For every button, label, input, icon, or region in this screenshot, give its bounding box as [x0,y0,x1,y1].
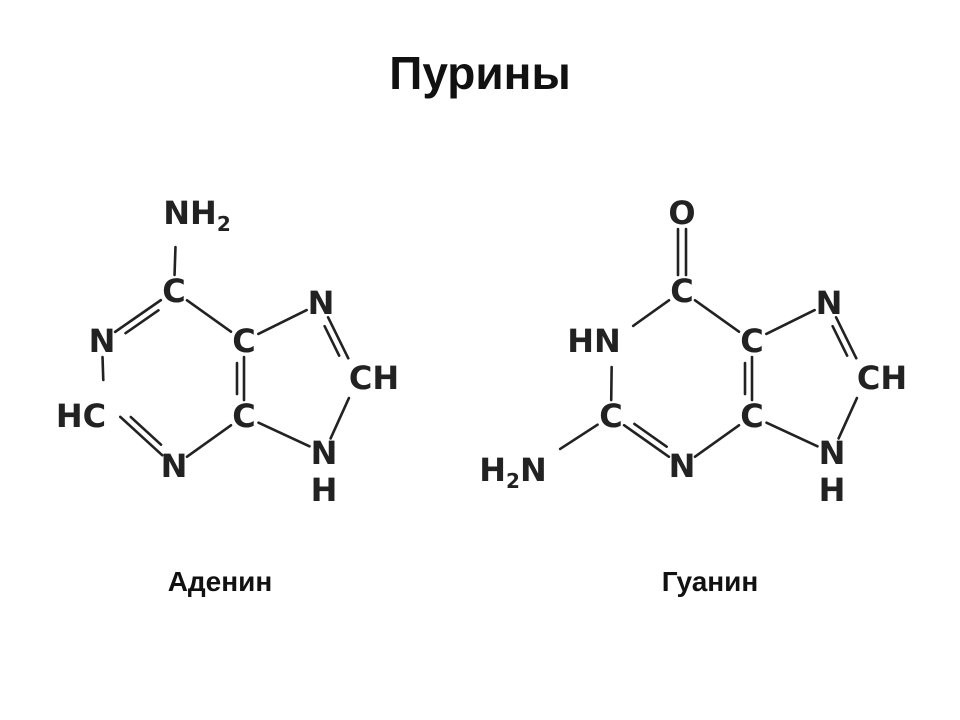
adenine-atom-n9: N [311,434,338,472]
guanine-bond-c2-n3-b [633,422,668,448]
adenine-atom-c4: C [232,397,255,435]
adenine-atom-n7: N [308,284,335,322]
guanine-atom-n7: N [816,284,843,322]
adenine-atom-nh2: NH2 [163,194,230,236]
adenine-bond-n7-c8-a [326,316,350,360]
adenine-bond-c2-n3-a [118,415,164,457]
guanine-bond-n3-c4 [693,423,741,459]
guanine-atom-n9: N [819,434,846,472]
adenine-bond-c6-n1-b [124,309,160,335]
adenine-caption: Аденин [167,566,273,597]
adenine-bond-c5-c6 [185,298,233,334]
guanine-atom-c6: C [670,272,693,310]
guanine-atom-h9: H [819,471,846,509]
adenine-bond-c6-n1-a [113,298,163,334]
guanine-atom-c4: C [740,397,763,435]
guanine-atom-c5: C [740,322,763,360]
adenine-atom-c5: C [232,322,255,360]
guanine-atom-n3: N [669,447,696,485]
adenine-atom-n1: N [89,322,116,360]
guanine-atom-n1: HN [567,322,621,360]
adenine-bond-n7-c8-b [323,324,341,357]
adenine-atom-n3: N [161,447,188,485]
guanine-atom-c8: CH [857,359,907,397]
guanine-bond-n9-c4 [765,421,819,448]
guanine-caption: Гуанин [661,566,759,597]
adenine-bond-n3-c4 [185,423,233,459]
guanine-atom-nh2: H2N [479,451,546,493]
adenine-atom-h9: H [311,471,338,509]
guanine-bond-c2-n3-a [622,423,671,459]
guanine-bond-c8-n9 [837,396,859,440]
guanine-bond-n7-c8-a [834,316,858,360]
guanine-bond-n7-c8-b [831,324,849,357]
guanine-atom-c2: C [599,397,622,435]
guanine-bond-c5-n7 [765,308,816,336]
slide-title: Пурины [389,47,571,99]
adenine-bond-c5-n7 [257,308,308,336]
adenine-bond-c2-n3-b [129,415,163,446]
adenine-bond-c8-n9 [329,396,351,440]
adenine-bond-n9-c4 [257,421,311,448]
adenine-atom-c8: CH [349,359,399,397]
guanine-bond-c6-n1 [631,298,671,328]
guanine-atom-o6: O [668,194,695,232]
adenine-bond-nh2-c6 [173,245,177,277]
adenine-bond-n1-c2 [101,355,105,382]
adenine-atom-c2: HC [56,397,106,435]
guanine-bond-c2-nh2 [558,423,599,451]
adenine-atom-c6: C [162,272,185,310]
guanine-bond-c5-c6 [693,298,741,334]
